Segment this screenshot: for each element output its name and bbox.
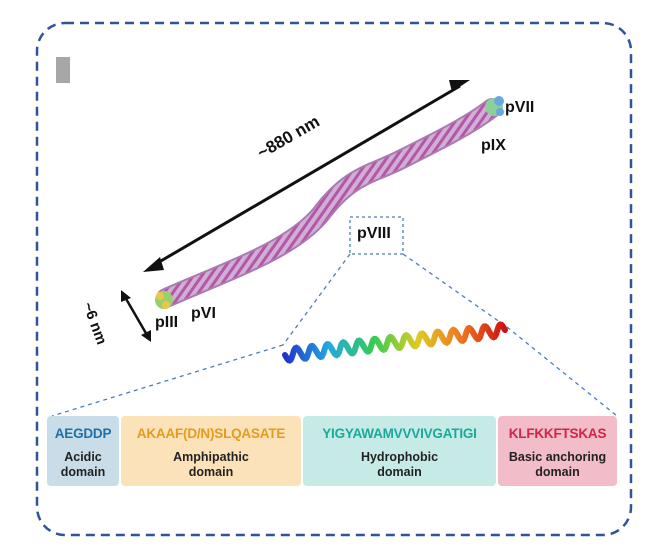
pIII-pVI-cap: [155, 291, 173, 309]
pVII-pIX-cap: [485, 96, 504, 116]
width-arrow: [121, 290, 151, 342]
zoom-box: [349, 216, 404, 255]
sequence-text: AKAAF(D/N)SLQASATE: [136, 426, 286, 441]
label-pVI: pVI: [191, 305, 216, 322]
zoom-line-right: [402, 253, 508, 328]
sequence-text: YIGYAWAMVVVIVGATIGI: [322, 426, 477, 441]
panel-marker: [56, 57, 70, 83]
segment-hydrophobic: YIGYAWAMVVVIVGATIGI Hydrophobic domain: [303, 416, 496, 486]
zoom-line-left: [282, 253, 351, 346]
segment-basic-anchoring: KLFKKFTSKAS Basic anchoring domain: [498, 416, 617, 486]
dashed-frame: [35, 21, 633, 537]
sequence-text: AEGDDP: [54, 426, 112, 441]
sequence-text: KLFKKFTSKAS: [508, 426, 607, 441]
phage-filament: [156, 98, 502, 308]
domain-label: Amphipathic domain: [173, 450, 249, 479]
label-pIII: pIII: [155, 314, 179, 331]
zoom-line-right-lower: [506, 326, 618, 417]
segment-amphipathic: AKAAF(D/N)SLQASATE Amphipathic domain: [121, 416, 301, 486]
pVIII-helix: [282, 321, 508, 364]
segment-acidic: AEGDDP Acidic domain: [47, 416, 119, 486]
domain-label: Hydrophobic domain: [360, 450, 439, 479]
domain-label: Basic anchoring domain: [508, 450, 607, 479]
label-pVII: pVII: [505, 99, 535, 116]
domain-label: Acidic domain: [60, 450, 106, 479]
zoom-line-left-lower: [51, 344, 284, 417]
length-arrow: [143, 80, 470, 272]
label-pIX: pIX: [481, 137, 506, 154]
label-pVIII: pVIII: [357, 225, 391, 242]
